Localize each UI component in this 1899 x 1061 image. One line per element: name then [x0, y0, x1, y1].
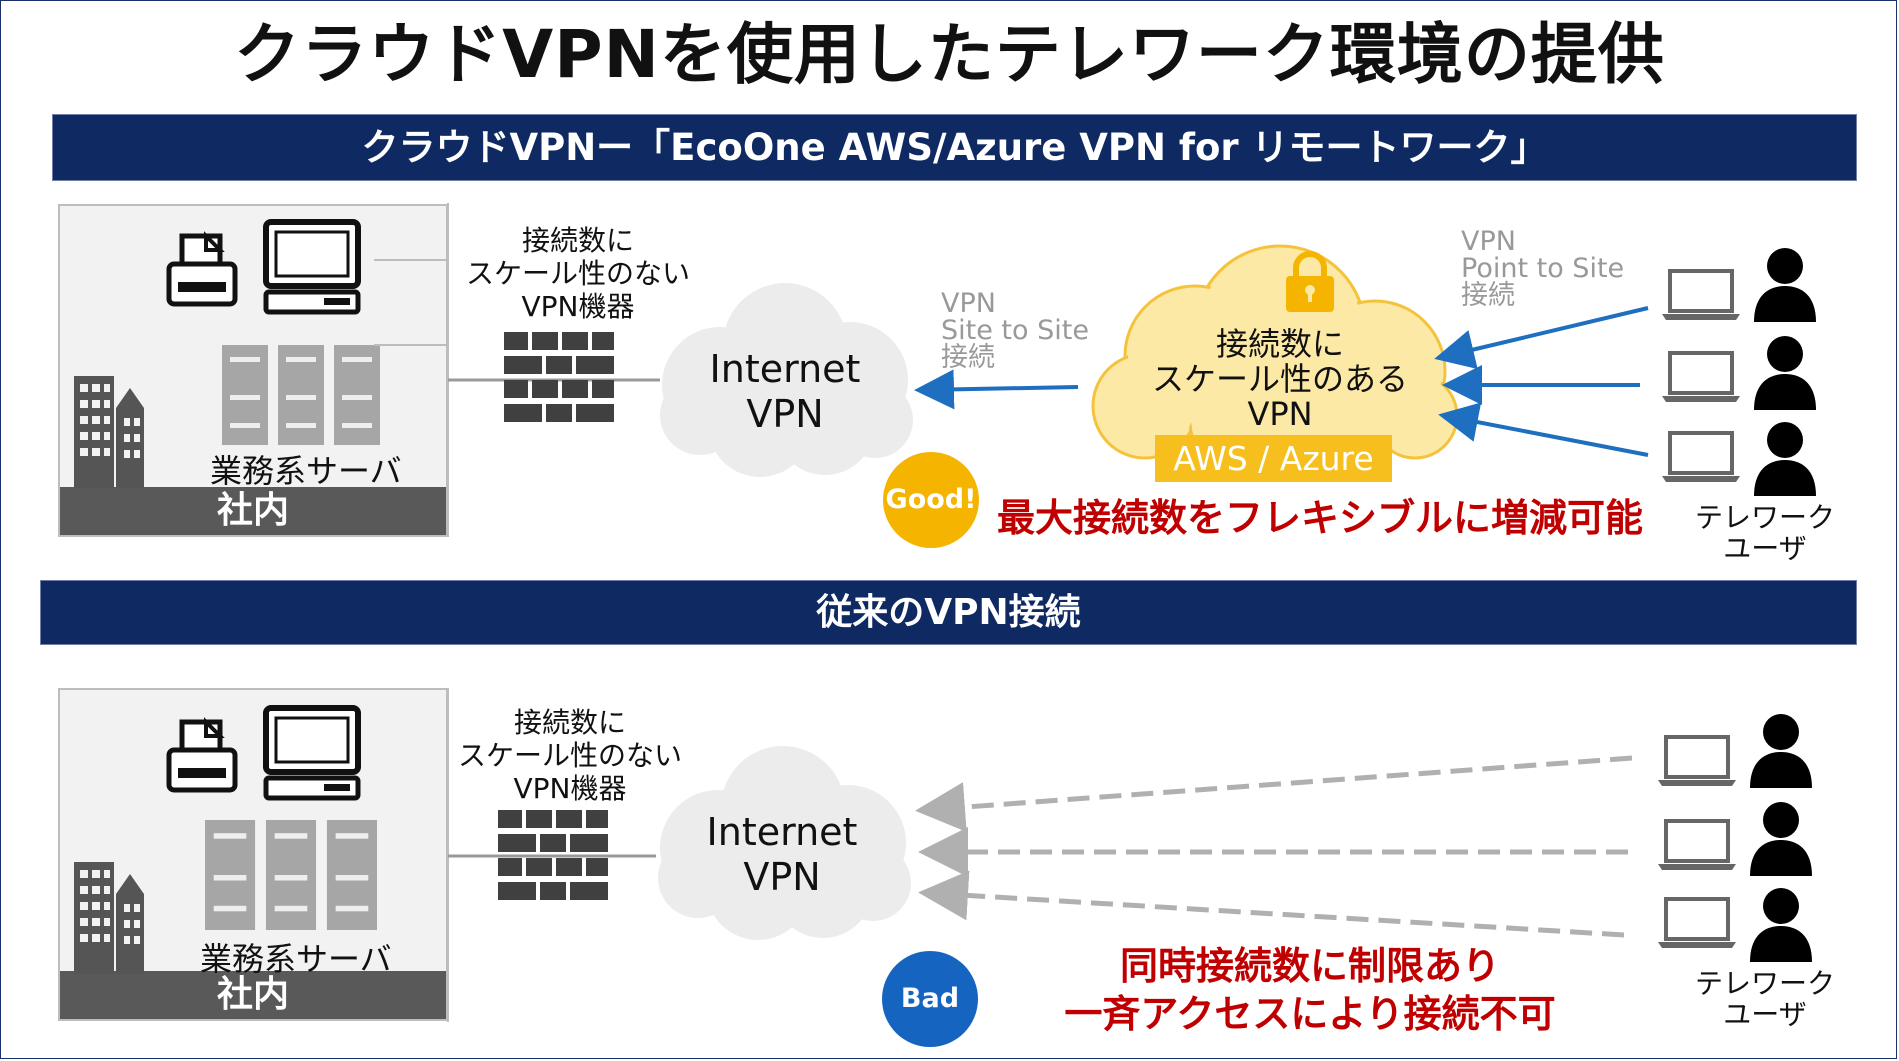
- office-label: 社内: [60, 487, 446, 535]
- internet-vpn-line1: Internet: [709, 347, 861, 391]
- vpn-device-label: 接続数に スケール性のない VPN機器: [448, 224, 708, 323]
- person-icon: [1754, 422, 1816, 496]
- vpn-device-label-line2: スケール性のない: [457, 739, 682, 772]
- bad-message-line1: 同時接続数に制限あり: [1119, 944, 1500, 988]
- internet-vpn-line2: VPN: [743, 855, 821, 899]
- cloud-vpn-line2: スケール性のある: [1151, 360, 1408, 398]
- printer-icon: [166, 717, 238, 793]
- good-message: 最大接続数をフレキシブルに増減可能: [996, 496, 1643, 540]
- person-icon: [1754, 336, 1816, 410]
- internet-vpn-label: Internet VPN: [665, 347, 905, 437]
- good-badge: Good!: [883, 452, 979, 548]
- vpn-device-label-line3: VPN機器: [513, 772, 627, 805]
- point-to-site-line2: Point to Site: [1461, 253, 1625, 284]
- telework-user-label: テレワーク ユーザ: [1680, 502, 1850, 564]
- laptop-icon: [1658, 819, 1736, 870]
- traditional-vpn-band: 従来のVPN接続: [40, 580, 1857, 645]
- cloud-vpn-line3: VPN: [1247, 395, 1313, 433]
- site-to-site-line1: VPN: [941, 288, 996, 319]
- person-icon: [1750, 888, 1812, 962]
- server-rack-icon: [222, 345, 380, 445]
- internet-vpn-line2: VPN: [746, 392, 824, 436]
- vpn-device-label-line1: 接続数に: [513, 706, 626, 739]
- office-label: 社内: [60, 971, 446, 1019]
- vpn-device-label: 接続数に スケール性のない VPN機器: [440, 706, 700, 805]
- lock-icon: [1286, 251, 1334, 312]
- internet-cloud: [660, 283, 913, 477]
- telework-user-line2: ユーザ: [1723, 998, 1807, 1031]
- monitor-icon: [263, 219, 361, 315]
- internet-vpn-label: Internet VPN: [662, 810, 902, 900]
- person-icon: [1750, 714, 1812, 788]
- building-icon: [74, 376, 144, 488]
- telework-user-line2: ユーザ: [1723, 532, 1807, 565]
- laptop-icon: [1662, 351, 1740, 402]
- page-title: クラウドVPNを使用したテレワーク環境の提供: [234, 16, 1665, 93]
- bad-badge: Bad: [882, 951, 978, 1047]
- telework-user-label: テレワーク ユーザ: [1680, 968, 1850, 1030]
- aws-azure-tag: AWS / Azure: [1155, 435, 1392, 482]
- firewall-icon: [504, 332, 614, 422]
- bad-message: 同時接続数に制限あり 一斉アクセスにより接続不可: [1010, 942, 1610, 1038]
- cloud-vpn-label: 接続数に スケール性のある VPN: [1135, 327, 1425, 432]
- internet-cloud: [658, 746, 911, 940]
- laptop-icon: [1658, 897, 1736, 948]
- monitor-icon: [263, 705, 361, 801]
- person-icon: [1750, 802, 1812, 876]
- building-icon: [74, 862, 144, 974]
- laptop-icon: [1662, 269, 1740, 320]
- person-icon: [1754, 248, 1816, 322]
- cloud-vpn-band: クラウドVPNー「EcoOne AWS/Azure VPN for リモートワー…: [52, 114, 1857, 181]
- site-to-site-line3: 接続: [941, 342, 995, 373]
- printer-icon: [166, 231, 238, 307]
- server-rack-icon: [205, 820, 377, 930]
- vpn-device-label-line3: VPN機器: [521, 290, 635, 323]
- point-to-site-line1: VPN: [1461, 226, 1516, 257]
- laptop-icon: [1662, 431, 1740, 482]
- firewall-icon: [498, 810, 608, 900]
- internet-vpn-line1: Internet: [706, 810, 858, 854]
- site-to-site-label: VPN Site to Site 接続: [941, 290, 1089, 371]
- cloud-vpn-line1: 接続数に: [1215, 325, 1344, 363]
- telework-user-line1: テレワーク: [1694, 967, 1835, 1000]
- telework-user-line1: テレワーク: [1694, 501, 1835, 534]
- vpn-device-label-line1: 接続数に: [521, 224, 634, 257]
- server-label: 業務系サーバ: [210, 452, 402, 490]
- server-label: 業務系サーバ: [200, 940, 392, 978]
- vpn-device-label-line2: スケール性のない: [465, 257, 690, 290]
- site-to-site-line2: Site to Site: [941, 315, 1089, 346]
- laptop-icon: [1658, 735, 1736, 786]
- point-to-site-line3: 接続: [1461, 280, 1515, 311]
- bad-message-line2: 一斉アクセスにより接続不可: [1064, 992, 1556, 1036]
- point-to-site-label: VPN Point to Site 接続: [1461, 228, 1624, 309]
